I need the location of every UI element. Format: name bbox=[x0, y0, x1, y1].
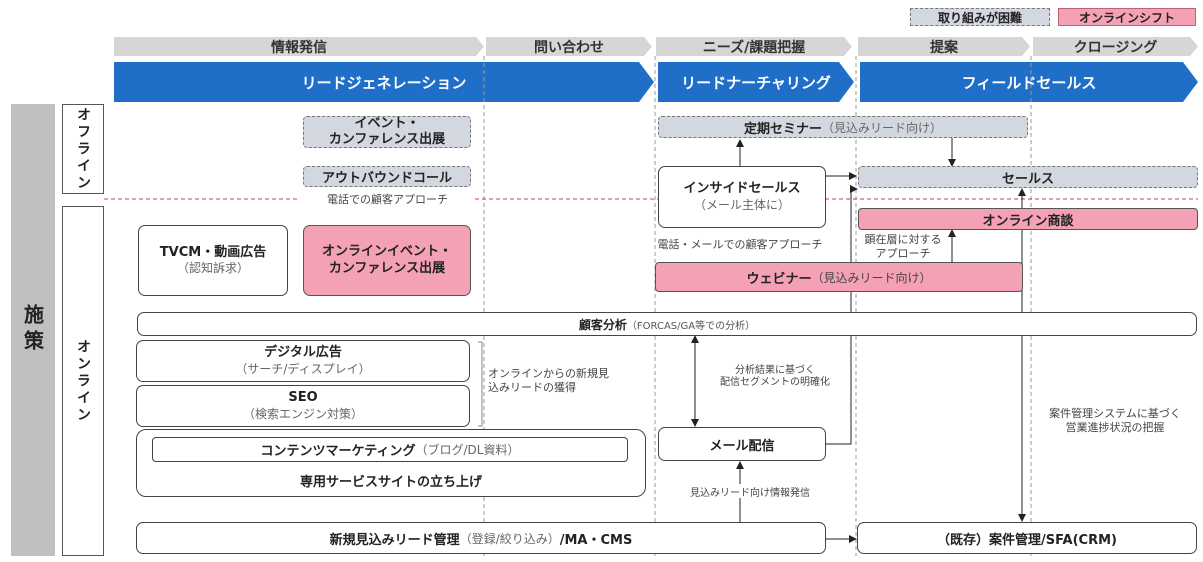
lead-info-delivery-note: 見込みリード向け情報発信 bbox=[660, 484, 840, 499]
stage-label: リードナーチャリング bbox=[681, 73, 831, 92]
sales-label: セールス bbox=[1001, 171, 1054, 187]
phase-label: 問い合わせ bbox=[534, 39, 604, 56]
content-marketing-box: コンテンツマーケティング （ブログ/DL資料） bbox=[152, 437, 628, 462]
online-meeting-box: オンライン商談 bbox=[858, 208, 1198, 230]
crm-line1: 案件管理システムに基づく bbox=[1049, 407, 1181, 421]
sfa-box: （既存） 案件管理/SFA(CRM) bbox=[857, 522, 1197, 554]
inside-sales-title: インサイドセールス bbox=[683, 181, 801, 197]
lead-mgmt-box: 新規見込みリード管理 （登録/絞り込み） /MA・CMS bbox=[136, 522, 826, 554]
phase-label: 提案 bbox=[930, 39, 958, 56]
event-line1: イベント・ bbox=[354, 115, 420, 131]
inside-sales-box: インサイドセールス （メール主体に） bbox=[658, 166, 826, 228]
customer-analysis-box: 顧客分析 （FORCAS/GA等での分析） bbox=[137, 312, 1197, 336]
outbound-call-box: アウトバウンドコール bbox=[303, 166, 471, 187]
stage-lead-nurturing: リードナーチャリング bbox=[658, 62, 854, 102]
tvcm-box: TVCM・動画広告 （認知訴求） bbox=[138, 225, 288, 296]
service-site-label: 専用サービスサイトの立ち上げ bbox=[299, 474, 482, 490]
phase-proposal: 提案 bbox=[858, 37, 1030, 56]
lead-mgmt-suffix: /MA・CMS bbox=[559, 532, 633, 548]
online-event-line1: オンラインイベント・ bbox=[321, 244, 452, 260]
digital-ad-title: デジタル広告 bbox=[264, 345, 342, 361]
stage-field-sales: フィールドセールス bbox=[860, 62, 1198, 102]
event-line2: カンファレンス出展 bbox=[328, 132, 446, 147]
phase-needs: ニーズ/課題把握 bbox=[656, 37, 852, 56]
customer-analysis-note: （FORCAS/GA等での分析） bbox=[626, 320, 756, 332]
legend-online-shift: オンラインシフト bbox=[1058, 8, 1196, 26]
side-online-label: オンライン bbox=[75, 338, 91, 424]
online-meeting-label: オンライン商談 bbox=[982, 213, 1074, 229]
digital-ad-box: デジタル広告 （サーチ/ディスプレイ） bbox=[136, 340, 470, 382]
stage-label: リードジェネレーション bbox=[301, 73, 467, 92]
webinar-title: ウェビナー bbox=[746, 271, 812, 287]
event-conference-box: イベント・ カンファレンス出展 bbox=[303, 116, 471, 148]
seminar-box: 定期セミナー （見込みリード向け） bbox=[658, 116, 1028, 138]
approach-note: 顕在層に対する アプローチ bbox=[858, 233, 948, 261]
side-offline-label: オフライン bbox=[75, 106, 91, 192]
legend-difficult: 取り組みが困難 bbox=[910, 8, 1050, 26]
analysis-result-line2: 配信セグメントの明確化 bbox=[720, 377, 830, 388]
new-lead-note: オンラインからの新規見 込みリードの獲得 bbox=[488, 367, 638, 397]
lead-mgmt-note: （登録/絞り込み） bbox=[459, 531, 560, 546]
tvcm-title: TVCM・動画広告 bbox=[159, 244, 267, 260]
side-measures-label: 施策 bbox=[20, 304, 45, 356]
phase-info-sending: 情報発信 bbox=[114, 37, 484, 56]
webinar-note: （見込みリード向け） bbox=[811, 270, 932, 285]
inside-sales-sub: （メール主体に） bbox=[693, 197, 790, 212]
side-measures: 施策 bbox=[11, 104, 55, 556]
online-event-box: オンラインイベント・ カンファレンス出展 bbox=[303, 225, 471, 296]
seo-box: SEO （検索エンジン対策） bbox=[136, 385, 470, 427]
seo-title: SEO bbox=[288, 390, 318, 406]
phase-label: 情報発信 bbox=[271, 39, 327, 56]
stage-lead-generation: リードジェネレーション bbox=[114, 62, 654, 102]
content-marketing-note: （ブログ/DL資料） bbox=[415, 443, 520, 457]
mail-delivery-label: メール配信 bbox=[709, 438, 775, 454]
online-event-line2: カンファレンス出展 bbox=[328, 260, 446, 276]
phase-label: クロージング bbox=[1073, 39, 1158, 56]
phone-approach-note: 電話での顧客アプローチ bbox=[300, 192, 475, 206]
phase-label: ニーズ/課題把握 bbox=[702, 39, 806, 56]
phase-inquiry: 問い合わせ bbox=[486, 37, 652, 56]
crm-line2: 営業進捗状況の把握 bbox=[1065, 421, 1165, 434]
stage-label: フィールドセールス bbox=[961, 73, 1097, 92]
content-marketing-title: コンテンツマーケティング bbox=[260, 444, 416, 459]
legend-difficult-label: 取り組みが困難 bbox=[937, 10, 1022, 25]
sfa-prefix: （既存） bbox=[937, 532, 990, 548]
approach-line1: 顕在層に対する bbox=[864, 233, 942, 247]
mail-delivery-box: メール配信 bbox=[658, 427, 826, 461]
analysis-result-line1: 分析結果に基づく bbox=[735, 364, 815, 376]
seminar-note: （見込みリード向け） bbox=[822, 120, 943, 135]
crm-note: 案件管理システムに基づく 営業進捗状況の把握 bbox=[1032, 405, 1198, 437]
digital-ad-sub: （サーチ/ディスプレイ） bbox=[235, 361, 371, 376]
outbound-call-label: アウトバウンドコール bbox=[321, 171, 452, 186]
lead-mgmt-title: 新規見込みリード管理 bbox=[329, 532, 460, 548]
phone-mail-approach-note: 電話・メールでの顧客アプローチ bbox=[657, 238, 823, 251]
webinar-box: ウェビナー （見込みリード向け） bbox=[655, 262, 1023, 292]
new-lead-line2: 込みリードの獲得 bbox=[488, 380, 576, 394]
sales-box: セールス bbox=[858, 166, 1198, 188]
new-lead-line1: オンラインからの新規見 bbox=[488, 367, 609, 380]
sfa-title: 案件管理/SFA(CRM) bbox=[989, 532, 1117, 548]
tvcm-sub: （認知訴求） bbox=[176, 261, 249, 276]
side-online: オンライン bbox=[62, 206, 104, 556]
seminar-title: 定期セミナー bbox=[743, 121, 822, 137]
analysis-result-note: 分析結果に基づく 配信セグメントの明確化 bbox=[700, 362, 850, 392]
seo-sub: （検索エンジン対策） bbox=[242, 406, 363, 421]
customer-analysis-title: 顧客分析 bbox=[578, 317, 627, 332]
side-offline: オフライン bbox=[62, 104, 104, 194]
approach-line2: アプローチ bbox=[875, 247, 931, 260]
legend-online-shift-label: オンラインシフト bbox=[1078, 10, 1175, 25]
phase-closing: クロージング bbox=[1033, 37, 1198, 56]
